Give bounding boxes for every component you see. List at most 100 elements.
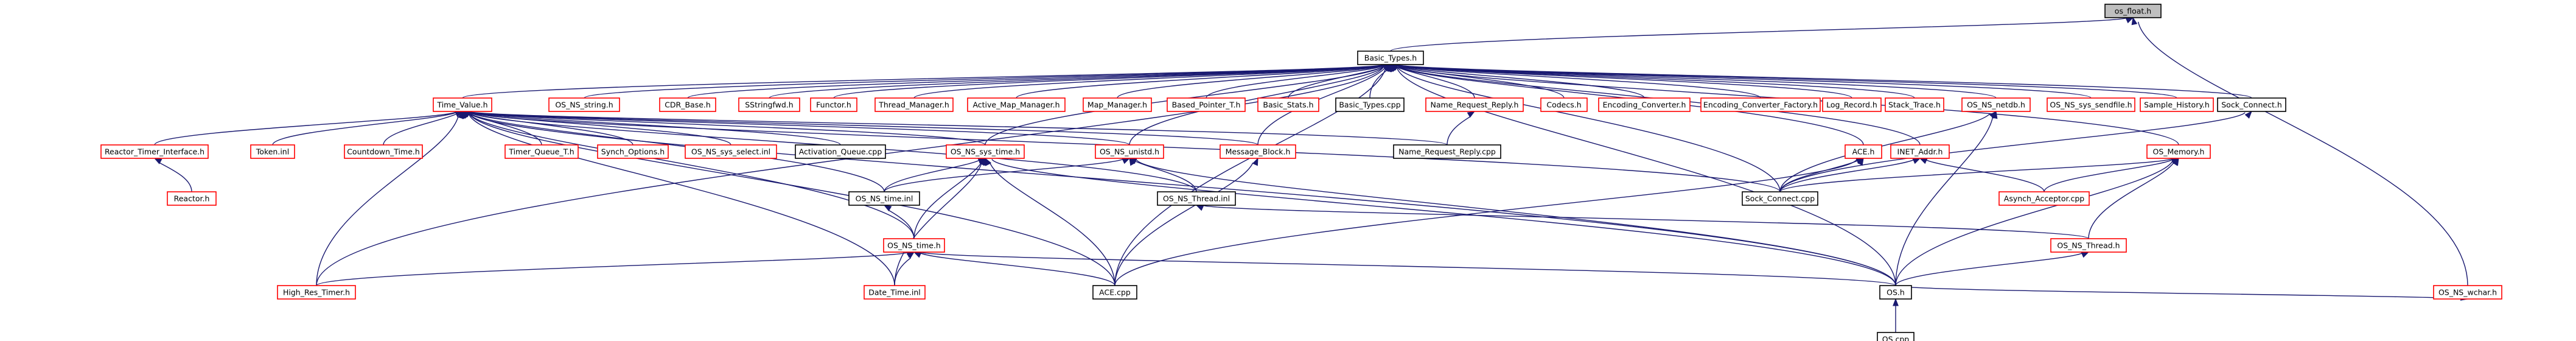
node-inet-addr-h[interactable]: INET_Addr.h bbox=[1890, 144, 1950, 159]
edge-arrowhead bbox=[2244, 110, 2252, 119]
node-ace-h[interactable]: ACE.h bbox=[1845, 144, 1882, 159]
node-os-ns-sys-select-inl[interactable]: OS_NS_sys_select.inl bbox=[685, 144, 777, 159]
node-os-ns-sys-sendfile-h[interactable]: OS_NS_sys_sendfile.h bbox=[2047, 97, 2135, 112]
node-os-ns-string-h[interactable]: OS_NS_string.h bbox=[548, 97, 620, 112]
node-reactor-timer-interface-h[interactable]: Reactor_Timer_Interface.h bbox=[100, 144, 209, 159]
node-label: Date_Time.inl bbox=[868, 288, 921, 297]
node-cdr-base-h[interactable]: CDR_Base.h bbox=[659, 97, 716, 112]
edge-reactor_h-to-reactor_timer_interface_h bbox=[153, 158, 192, 192]
node-label: OS_NS_Thread.h bbox=[2057, 241, 2120, 250]
edge-ace_cpp-to-ace_h bbox=[1114, 157, 1864, 286]
node-synch-options-h[interactable]: Synch_Options.h bbox=[597, 144, 669, 159]
edge-line bbox=[1779, 159, 1914, 192]
node-label: Activation_Queue.cpp bbox=[799, 147, 882, 156]
node-sock-connect-cpp[interactable]: Sock_Connect.cpp bbox=[1742, 191, 1818, 206]
node-high-res-timer-h[interactable]: High_Res_Timer.h bbox=[277, 285, 356, 300]
edge-line bbox=[468, 113, 915, 239]
node-basic-stats-h[interactable]: Basic_Stats.h bbox=[1257, 97, 1319, 112]
edge-line bbox=[1397, 65, 1645, 99]
node-functor-h[interactable]: Functor.h bbox=[810, 97, 857, 112]
node-os-float-h[interactable]: os_float.h bbox=[2104, 4, 2162, 18]
node-name-request-reply-cpp[interactable]: Name_Request_Reply.cpp bbox=[1393, 144, 1501, 159]
node-box bbox=[685, 144, 777, 159]
node-token-inl[interactable]: Token.inl bbox=[250, 144, 295, 159]
node-codecs-h[interactable]: Codecs.h bbox=[1540, 97, 1588, 112]
node-encoding-converter-h[interactable]: Encoding_Converter.h bbox=[1598, 97, 1691, 112]
node-box bbox=[967, 97, 1066, 112]
node-timer-queue-t-h[interactable]: Timer_Queue_T.h bbox=[504, 144, 579, 159]
edge-line bbox=[1396, 67, 1896, 286]
node-thread-manager-h[interactable]: Thread_Manager.h bbox=[874, 97, 954, 112]
node-basic-types-cpp[interactable]: Basic_Types.cpp bbox=[1335, 97, 1405, 112]
edge-line bbox=[468, 113, 1115, 286]
node-box bbox=[874, 97, 954, 112]
node-label: Encoding_Converter.h bbox=[1603, 100, 1686, 110]
node-stack-trace-h[interactable]: Stack_Trace.h bbox=[1885, 97, 1944, 112]
node-os-h[interactable]: OS.h bbox=[1879, 285, 1912, 300]
edge-arrowhead bbox=[985, 157, 991, 166]
node-os-ns-thread-h[interactable]: OS_NS_Thread.h bbox=[2050, 238, 2127, 253]
node-label: Basic_Types.cpp bbox=[1339, 100, 1400, 110]
node-os-ns-unistd-h[interactable]: OS_NS_unistd.h bbox=[1095, 144, 1164, 159]
node-box bbox=[1822, 97, 1882, 112]
edge-arrowhead bbox=[1195, 205, 1204, 211]
edge-arrowhead bbox=[1129, 157, 1136, 166]
edge-line bbox=[316, 251, 908, 286]
node-reactor-h[interactable]: Reactor.h bbox=[167, 191, 217, 206]
node-box bbox=[883, 238, 945, 253]
edge-line bbox=[469, 112, 885, 192]
edge-line bbox=[1895, 117, 1994, 286]
node-sample-history-h[interactable]: Sample_History.h bbox=[2140, 97, 2214, 112]
node-label: Sample_History.h bbox=[2144, 100, 2210, 110]
node-ace-cpp[interactable]: ACE.cpp bbox=[1092, 285, 1137, 300]
node-message-block-h[interactable]: Message_Block.h bbox=[1220, 144, 1296, 159]
node-sock-connect-h[interactable]: Sock_Connect.h bbox=[2217, 97, 2286, 112]
node-os-cpp[interactable]: OS.cpp bbox=[1877, 332, 1915, 341]
node-box bbox=[1095, 144, 1164, 159]
node-box bbox=[1257, 97, 1319, 112]
edge-time_value_h-to-basic_types_h bbox=[462, 64, 1392, 99]
node-active-map-manager-h[interactable]: Active_Map_Manager.h bbox=[967, 97, 1066, 112]
node-os-memory-h[interactable]: OS_Memory.h bbox=[2146, 144, 2211, 159]
node-box bbox=[433, 97, 492, 112]
edge-message_block_h-to-time_value_h bbox=[461, 111, 1258, 146]
edge-os_h-to-os_ns_sys_time_h bbox=[985, 157, 1896, 286]
node-based-pointer-t-h[interactable]: Based_Pointer_T.h bbox=[1167, 97, 1246, 112]
node-sstringfwd-h[interactable]: SStringfwd.h bbox=[738, 97, 800, 112]
edge-line bbox=[884, 158, 1123, 192]
node-os-ns-sys-time-h[interactable]: OS_NS_sys_time.h bbox=[946, 144, 1025, 159]
edge-line bbox=[990, 163, 1115, 286]
node-log-record-h[interactable]: Log_Record.h bbox=[1822, 97, 1882, 112]
node-os-ns-wchar-h[interactable]: OS_NS_wchar.h bbox=[2433, 285, 2502, 300]
edge-arrowhead bbox=[1857, 157, 1864, 166]
node-asynch-acceptor-cpp[interactable]: Asynch_Acceptor.cpp bbox=[1998, 191, 2090, 206]
node-date-time-inl[interactable]: Date_Time.inl bbox=[864, 285, 926, 300]
node-box bbox=[250, 144, 295, 159]
edge-line bbox=[1397, 64, 2252, 99]
edge-os_ns_time_h-to-time_value_h bbox=[462, 110, 915, 239]
node-name-request-reply-h[interactable]: Name_Request_Reply.h bbox=[1425, 97, 1524, 112]
node-os-ns-time-inl[interactable]: OS_NS_time.inl bbox=[848, 191, 920, 206]
node-os-ns-time-h[interactable]: OS_NS_time.h bbox=[883, 238, 945, 253]
edge-line bbox=[920, 251, 1896, 286]
node-label: OS.h bbox=[1887, 288, 1905, 297]
node-encoding-converter-factory-h[interactable]: Encoding_Converter_Factory.h bbox=[1700, 97, 1821, 112]
node-label: Stack_Trace.h bbox=[1888, 100, 1941, 110]
node-map-manager-h[interactable]: Map_Manager.h bbox=[1083, 97, 1152, 112]
node-label: OS_NS_sys_sendfile.h bbox=[2050, 100, 2132, 110]
node-os-ns-netdb-h[interactable]: OS_NS_netdb.h bbox=[1961, 97, 2031, 112]
edge-line bbox=[1390, 17, 2127, 52]
node-box bbox=[1425, 97, 1524, 112]
node-activation-queue-cpp[interactable]: Activation_Queue.cpp bbox=[795, 144, 886, 159]
node-label: OS_NS_time.h bbox=[887, 241, 941, 250]
edges-layer bbox=[153, 16, 2469, 333]
node-label: High_Res_Timer.h bbox=[283, 288, 350, 297]
node-time-value-h[interactable]: Time_Value.h bbox=[433, 97, 492, 112]
edge-line bbox=[1397, 65, 1761, 99]
edge-line bbox=[584, 64, 1384, 99]
node-countdown-time-h[interactable]: Countdown_Time.h bbox=[344, 144, 423, 159]
node-os-ns-thread-inl[interactable]: OS_NS_Thread.inl bbox=[1157, 191, 1236, 206]
node-box bbox=[795, 144, 886, 159]
node-box bbox=[1742, 191, 1818, 206]
node-basic-types-h[interactable]: Basic_Types.h bbox=[1357, 51, 1424, 65]
